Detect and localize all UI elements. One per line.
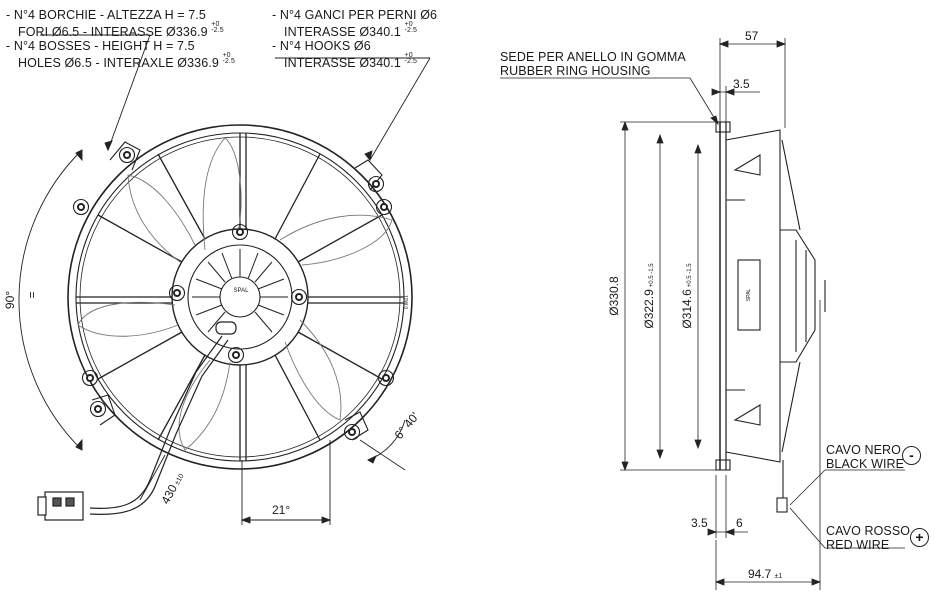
note-bosses-en-2: HOLES Ø6.5 - INTERAXLE Ø336.9 bbox=[18, 56, 219, 70]
dim-94-7: 94.7±1 bbox=[748, 567, 782, 581]
note-black-wire: CAVO NERO BLACK WIRE bbox=[826, 443, 904, 471]
dim-21: 21° bbox=[272, 503, 290, 517]
hub-screw-bottom-icon bbox=[227, 346, 245, 364]
dim-3-5-top: 3.5 bbox=[733, 77, 750, 91]
side-view bbox=[715, 121, 826, 513]
note-bosses-it-1: - N°4 BORCHIE - ALTEZZA H = 7.5 bbox=[6, 8, 206, 22]
note-bosses: - N°4 BORCHIE - ALTEZZA H = 7.5 FORI Ø6.… bbox=[6, 8, 235, 70]
tol-hooks-en: +0-2.5 bbox=[404, 52, 417, 65]
note-bosses-it-2: FORI Ø6.5 - INTERASSE Ø336.9 bbox=[18, 25, 208, 39]
dim-330-8: Ø330.8 bbox=[607, 276, 621, 316]
hub-logo: SPAL bbox=[234, 288, 250, 294]
hub-connector bbox=[215, 321, 237, 335]
tol-bosses-en: +0-2.5 bbox=[222, 52, 235, 65]
note-hooks: - N°4 GANCI PER PERNI Ø6 INTERASSE Ø340.… bbox=[272, 8, 437, 70]
outer-ring bbox=[67, 124, 413, 470]
note-black-it: CAVO NERO bbox=[826, 443, 901, 457]
side-dimensions bbox=[500, 38, 905, 590]
dim-6-40: 6° 40' bbox=[392, 410, 422, 442]
dim-57: 57 bbox=[745, 29, 759, 43]
hub-fins bbox=[192, 249, 288, 333]
spokes bbox=[76, 133, 404, 461]
dim-90: 90° bbox=[3, 291, 17, 309]
dim-430: 430±10 bbox=[158, 470, 186, 506]
plus-sign-icon: + bbox=[910, 528, 929, 547]
dim-322-9: Ø322.9+0.5 -1.5 bbox=[642, 263, 656, 329]
dim-314-6: Ø314.6+0.5 -1.5 bbox=[680, 263, 694, 329]
note-bosses-en-1: - N°4 BOSSES - HEIGHT H = 7.5 bbox=[6, 39, 195, 53]
note-red-wire: CAVO ROSSO RED WIRE bbox=[826, 524, 910, 552]
note-ring-en: RUBBER RING HOUSING bbox=[500, 64, 651, 78]
hook-top-left-icon bbox=[72, 198, 90, 216]
dim-6: 6 bbox=[736, 516, 743, 530]
wire-connector bbox=[37, 491, 84, 521]
dim-3-5-bottom: 3.5 bbox=[691, 516, 708, 530]
minus-sign-icon: - bbox=[902, 446, 921, 465]
hub-screw-right-icon bbox=[290, 288, 308, 306]
note-ring-it: SEDE PER ANELLO IN GOMMA bbox=[500, 50, 686, 64]
blades bbox=[77, 137, 393, 451]
label-text: SPAL bbox=[746, 289, 752, 302]
leaders bbox=[40, 34, 431, 161]
note-red-en: RED WIRE bbox=[826, 538, 890, 552]
boss-bottom-left-icon bbox=[89, 400, 107, 418]
note-red-it: CAVO ROSSO bbox=[826, 524, 911, 538]
tol-bosses-it: +0-2.5 bbox=[211, 21, 224, 34]
note-hooks-en-1: - N°4 HOOKS Ø6 bbox=[272, 39, 371, 53]
boss-top-left-icon bbox=[118, 146, 136, 164]
note-hooks-it-2: INTERASSE Ø340.1 bbox=[284, 25, 401, 39]
note-hooks-it-1: - N°4 GANCI PER PERNI Ø6 bbox=[272, 8, 438, 22]
hook-bottom-left-icon bbox=[81, 369, 99, 387]
wire bbox=[89, 335, 229, 515]
hub-center bbox=[219, 276, 261, 318]
dim-eq-left: = bbox=[25, 291, 39, 298]
note-ring-housing: SEDE PER ANELLO IN GOMMA RUBBER RING HOU… bbox=[500, 50, 686, 78]
front-view bbox=[37, 124, 413, 521]
front-dimensions bbox=[18, 149, 406, 525]
tol-hooks-it: +0-2.5 bbox=[404, 21, 417, 34]
boss-top-right-icon bbox=[367, 175, 385, 193]
note-hooks-en-2: INTERASSE Ø340.1 bbox=[284, 56, 401, 70]
ring-marking: 10W.0 bbox=[402, 295, 408, 309]
note-black-en: BLACK WIRE bbox=[826, 457, 905, 471]
